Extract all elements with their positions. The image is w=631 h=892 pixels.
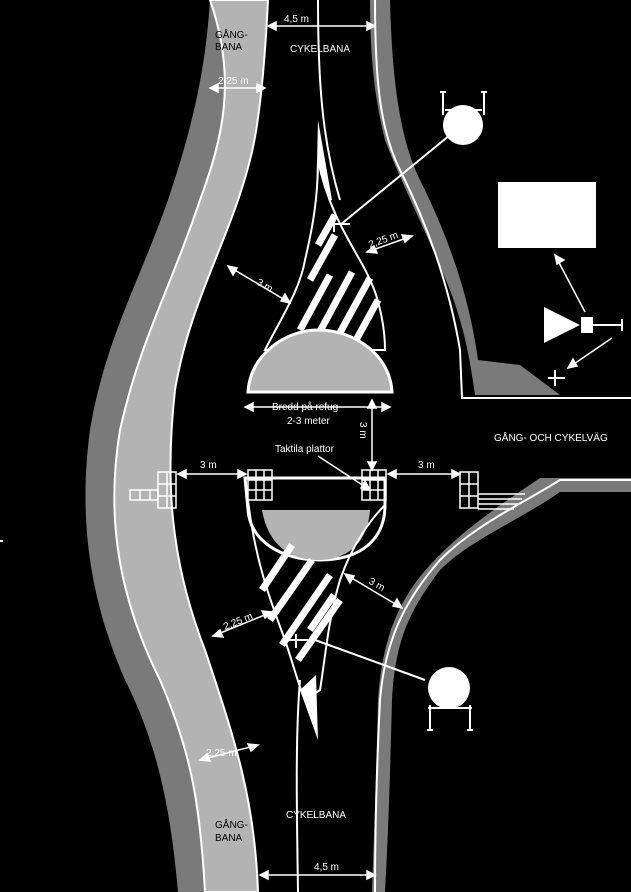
tactile-tiles-left-island [247, 469, 273, 501]
dim-crossing-left: 3 m [200, 460, 217, 471]
dim-gangbana-bottom: 2,25 m [206, 748, 237, 759]
legend-triangle-icon [544, 307, 580, 343]
label-gang-och-cykelvag: GÅNG- OCH CYKELVÄG [494, 431, 608, 444]
label-bredd-pa-refug: Bredd på refug [272, 401, 338, 413]
sign-bottom-icon [428, 667, 470, 709]
label-gangbana-top-1: GÅNG- [215, 28, 248, 41]
label-taktila-plattor: Taktila plattor [275, 444, 335, 455]
legend-arrows [553, 253, 613, 370]
left-walkway [113, 0, 270, 892]
dim-gangbana-top: 2,25 m [218, 76, 249, 87]
dim-cykelbana-bottom: 4,5 m [314, 862, 339, 873]
center-line-bottom [295, 679, 301, 892]
dim-refuge-to-edge-lower: 3 m [367, 576, 387, 594]
right-verge-lower [372, 478, 631, 892]
label-cykelbana-bottom: CYKELBANA [286, 810, 346, 821]
lower-refuge-outline [243, 476, 387, 562]
post-marker-top [330, 218, 350, 232]
dim-cykelbana-top: 4,5 m [284, 14, 309, 25]
tactile-tiles-right-walkway [459, 471, 525, 510]
dim-crossing-right: 3 m [418, 460, 435, 471]
label-bredd-value: 2-3 meter [287, 416, 330, 427]
center-line-top [317, 0, 341, 201]
lower-island-hatching [259, 543, 343, 663]
left-verge [85, 0, 248, 892]
post-marker-bottom [288, 634, 308, 648]
tactile-tiles-left-walkway [129, 471, 177, 509]
wedge-bottom [300, 675, 318, 740]
legend-post-icon [548, 317, 623, 386]
legend-white-box [498, 182, 596, 248]
right-verge-upper [370, 0, 560, 395]
right-edge-lower [374, 479, 631, 892]
label-gangbana-top-2: BANA [215, 42, 243, 53]
right-edge-upper [374, 0, 631, 399]
label-gangbana-bottom-1: GÅNG- [215, 818, 248, 831]
dim-refuge-gap: 3 m [357, 422, 368, 439]
dimension-arrows [176, 20, 462, 881]
upper-refuge [246, 328, 394, 394]
dim-gangbana-to-refuge-lower: 2,25 m [222, 611, 254, 633]
sign-top-icon [443, 105, 483, 145]
dim-refuge-to-edge-upper: 2,25 m [367, 230, 399, 251]
upper-island-hatching [296, 213, 382, 344]
label-cykelbana-top: CYKELBANA [290, 44, 350, 55]
label-gangbana-bottom-2: BANA [215, 833, 243, 844]
